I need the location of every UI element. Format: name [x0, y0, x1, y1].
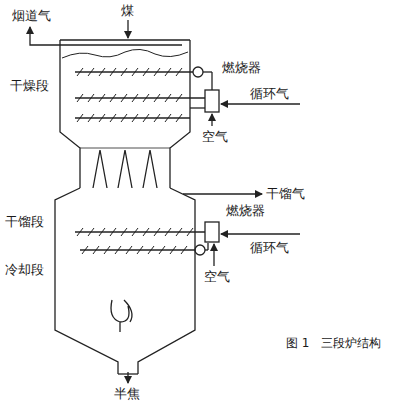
recycle-gas-arrow: [221, 233, 300, 234]
burner-box: [205, 222, 219, 242]
fan-link: [211, 72, 212, 90]
screw-flight: [115, 246, 121, 254]
screw-flight: [104, 246, 110, 254]
tube-chevron: [143, 150, 157, 188]
lower-shell-right: [138, 188, 195, 374]
semicoke-outlet-arrow: [127, 372, 128, 383]
screw-flight: [99, 114, 105, 122]
retort-screw: [75, 231, 205, 232]
discharge-stirrer: [111, 300, 132, 332]
air-inlet-arrow: [211, 114, 212, 126]
gas-label: 空气: [202, 129, 228, 144]
part-label: 燃烧器: [222, 60, 261, 75]
drying-screw: [75, 71, 193, 72]
screw-flight: [88, 68, 94, 76]
screw-flight: [176, 114, 182, 122]
screw-flight: [176, 228, 182, 236]
screw-flight: [110, 114, 116, 122]
screw-flight: [77, 94, 83, 102]
screw-flight: [121, 68, 127, 76]
screw-flight: [93, 246, 99, 254]
screw-flight: [143, 114, 149, 122]
screw-flight: [110, 94, 116, 102]
screw-flight: [132, 114, 138, 122]
screw-flight: [110, 68, 116, 76]
screw-flight: [121, 114, 127, 122]
fan-link: [203, 71, 212, 72]
screw-flight: [99, 68, 105, 76]
section-label: 冷却段: [5, 262, 44, 277]
recycle-gas-arrow: [221, 103, 300, 104]
screw-flight: [165, 68, 171, 76]
screw-flight: [88, 114, 94, 122]
product-label: 半焦: [114, 386, 140, 401]
coal-surface: [62, 49, 188, 58]
figure-caption: 图 1 三段炉结构: [286, 336, 381, 350]
upper-shell-right: [170, 40, 190, 188]
feed-label: 煤: [121, 3, 134, 18]
screw-flight: [99, 94, 105, 102]
screw-flight: [170, 246, 176, 254]
screw-flight: [88, 94, 94, 102]
screw-flight: [165, 114, 171, 122]
fan-symbol: [195, 245, 205, 255]
screw-flight: [154, 228, 160, 236]
part-label: 燃烧器: [226, 203, 265, 218]
upper-shell-top: [60, 39, 190, 40]
screw-flight: [154, 94, 160, 102]
screw-flight: [132, 94, 138, 102]
screw-flight: [88, 228, 94, 236]
screw-flight: [99, 228, 105, 236]
screw-flight: [165, 94, 171, 102]
upper-shell-left: [60, 40, 80, 188]
gas-label: 循环气: [250, 86, 289, 101]
screw-flight: [159, 246, 165, 254]
tube-chevron: [93, 150, 107, 188]
screw-flight: [181, 246, 187, 254]
cooling-screw: [80, 249, 195, 250]
gas-label: 干馏气: [266, 186, 305, 201]
air-inlet-arrow: [213, 244, 214, 266]
retort-gas-pipe: [183, 193, 262, 194]
screw-flight: [132, 68, 138, 76]
fan-link: [207, 243, 208, 250]
screw-flight: [77, 114, 83, 122]
screw-flight: [176, 68, 182, 76]
gas-label: 烟道气: [12, 8, 51, 23]
screw-flight: [154, 114, 160, 122]
screw-flight: [121, 94, 127, 102]
screw-flight: [148, 246, 154, 254]
screw-flight: [110, 228, 116, 236]
screw-flight: [143, 94, 149, 102]
screw-flight: [154, 68, 160, 76]
screw-flight: [143, 68, 149, 76]
screw-flight: [121, 228, 127, 236]
screw-flight: [126, 246, 132, 254]
flue-gas-pipe: [30, 27, 182, 45]
screw-flight: [77, 228, 83, 236]
lower-shell-left: [55, 188, 118, 374]
section-label: 干燥段: [10, 78, 49, 93]
screw-flight: [77, 68, 83, 76]
tube-chevron: [118, 150, 132, 188]
drying-screw: [75, 97, 205, 98]
screw-flight: [143, 228, 149, 236]
screw-flight: [187, 228, 193, 236]
fan-symbol: [193, 67, 203, 77]
gas-label: 循环气: [250, 240, 289, 255]
screw-flight: [176, 94, 182, 102]
screw-flight: [165, 228, 171, 236]
screw-flight: [132, 228, 138, 236]
drying-screw: [75, 117, 190, 118]
coal-inlet-arrow: [127, 20, 128, 38]
screw-flight: [137, 246, 143, 254]
screw-flight: [82, 246, 88, 254]
section-label: 干馏段: [5, 214, 44, 229]
burner-duct: [190, 107, 205, 108]
burner-box: [205, 90, 219, 112]
gas-label: 空气: [204, 269, 230, 284]
tube-plate: [80, 148, 170, 149]
